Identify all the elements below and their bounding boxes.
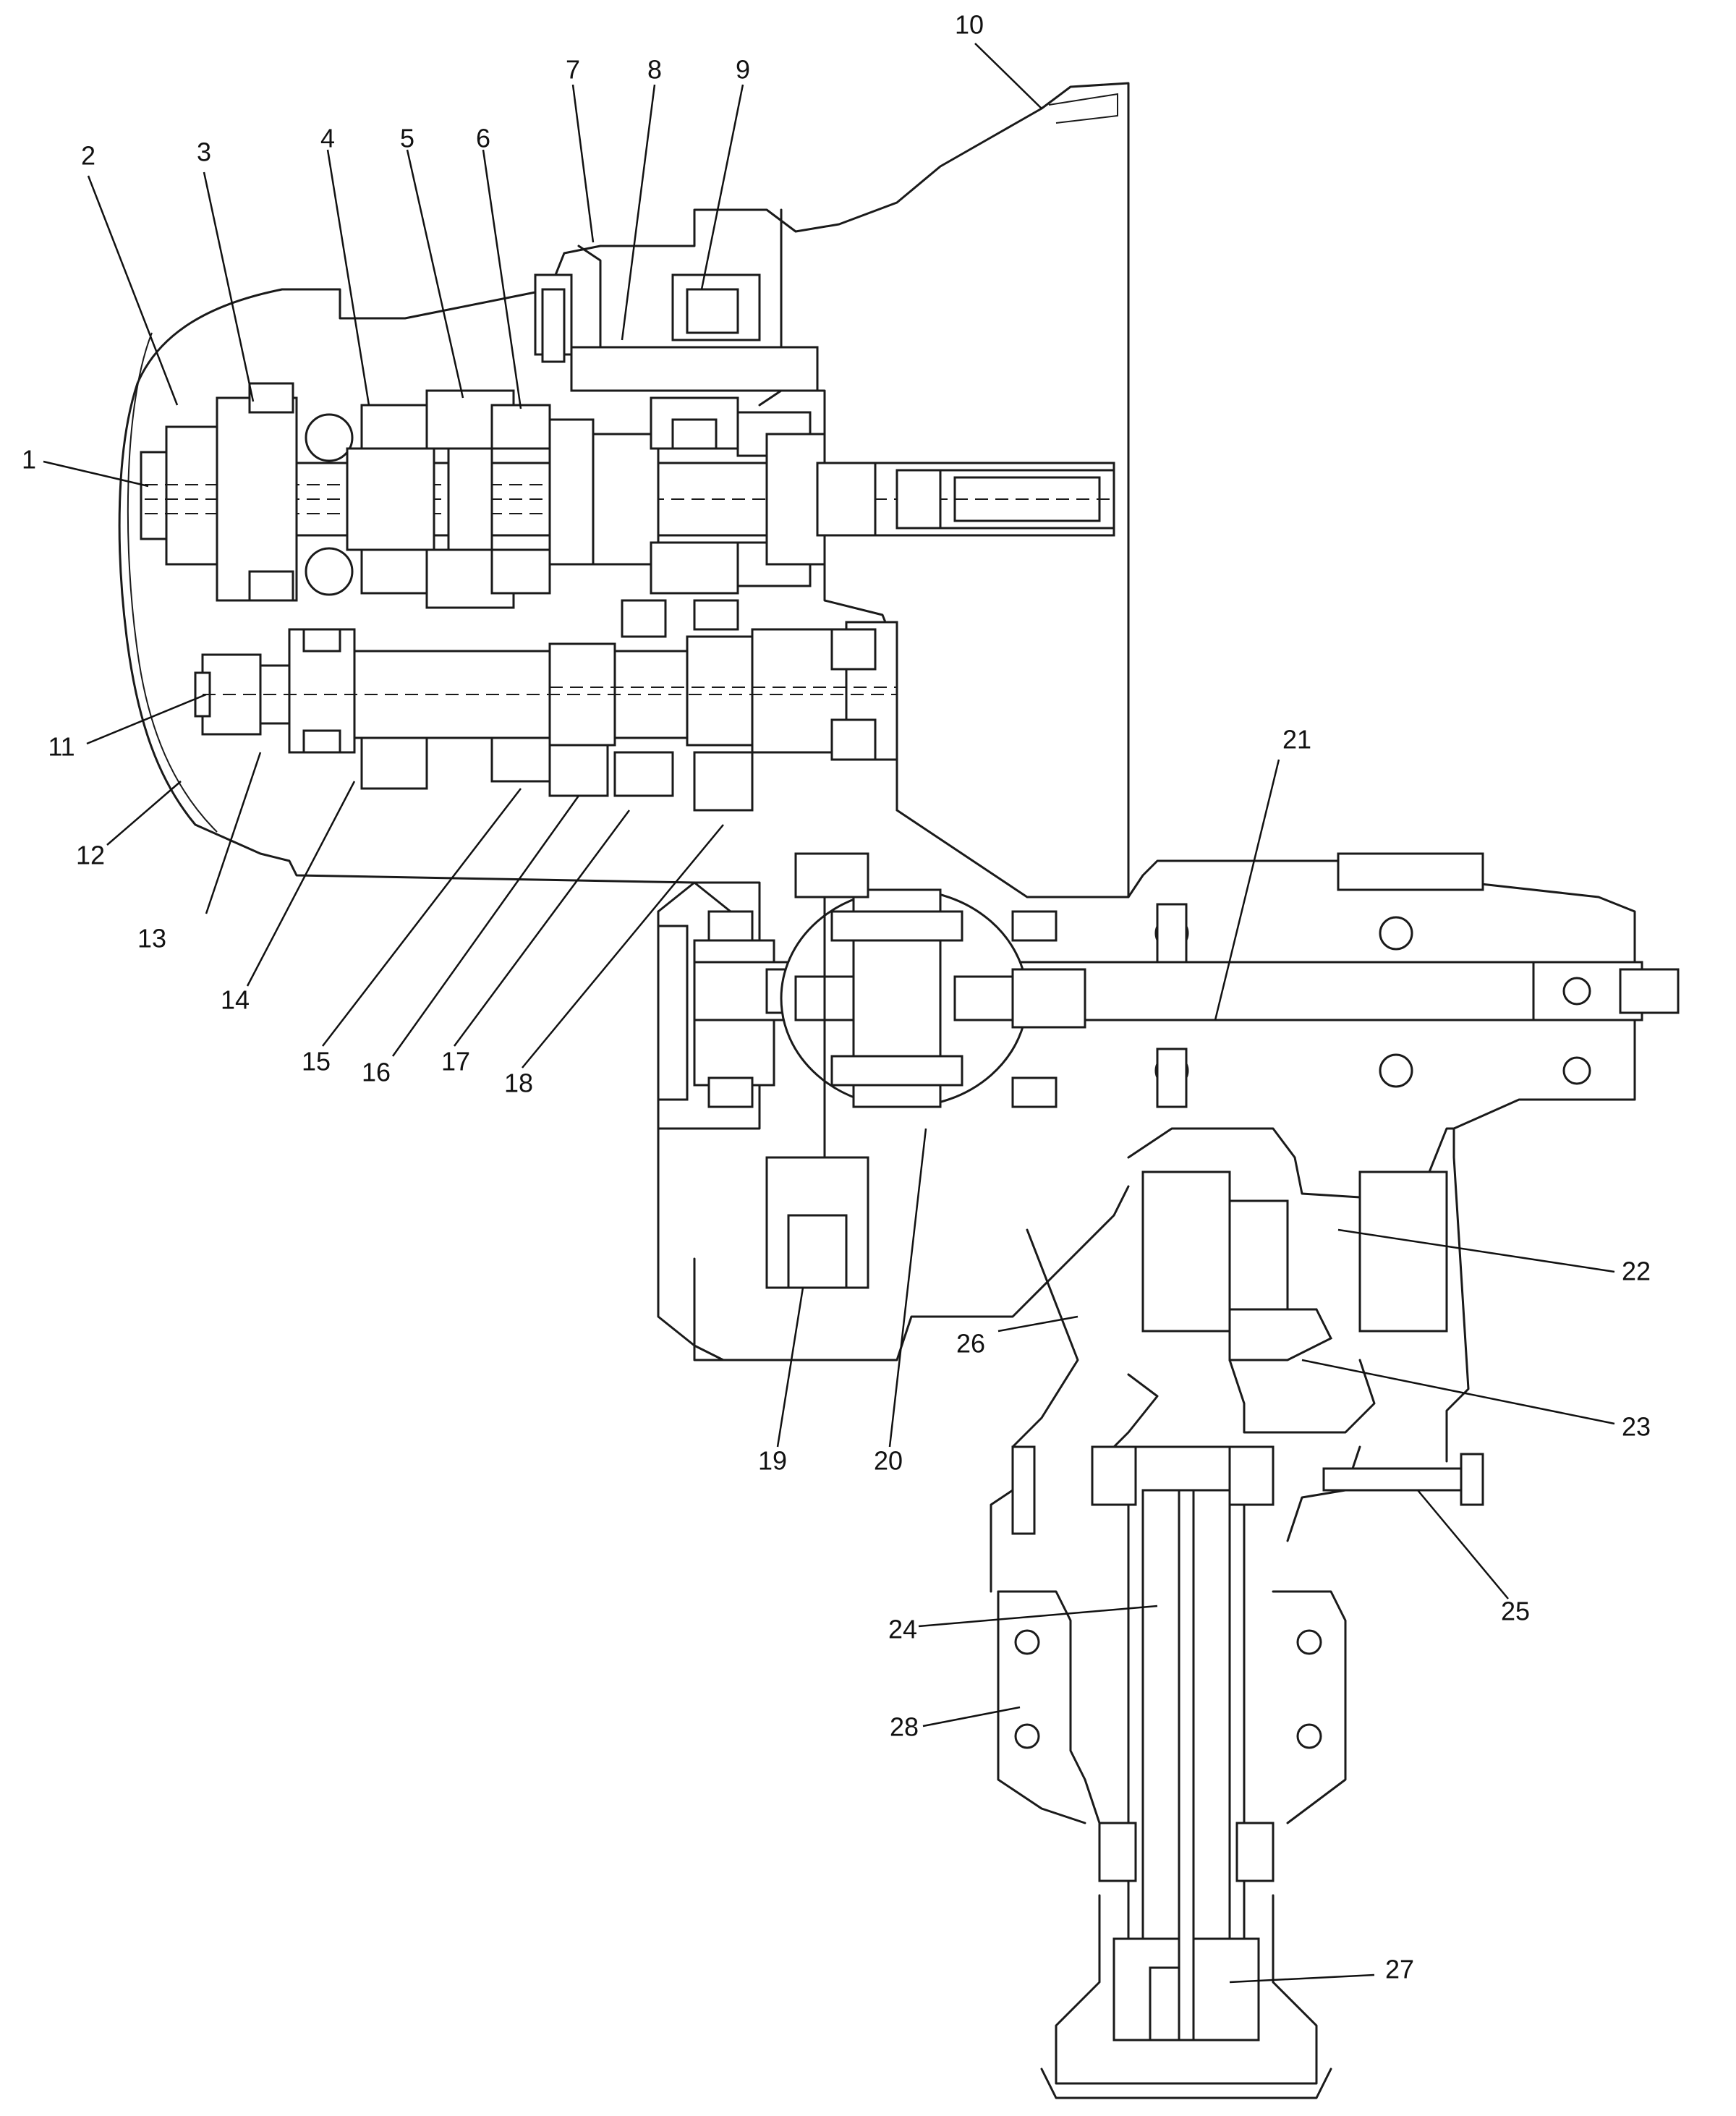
leader-11 bbox=[86, 693, 207, 745]
leader-9 bbox=[700, 84, 744, 290]
leader-5 bbox=[406, 149, 464, 399]
callout-labels: 1 2 3 4 5 6 7 8 9 10 11 12 13 14 15 16 1… bbox=[22, 10, 1651, 1984]
callout-5: 5 bbox=[400, 124, 414, 153]
leader-27 bbox=[1229, 1973, 1375, 1984]
leader-21 bbox=[1214, 759, 1280, 1021]
callout-8: 8 bbox=[647, 55, 662, 85]
callout-17: 17 bbox=[441, 1047, 470, 1076]
leader-24 bbox=[918, 1605, 1158, 1628]
leader-19 bbox=[776, 1287, 804, 1448]
callout-12: 12 bbox=[76, 841, 105, 870]
callout-4: 4 bbox=[320, 124, 335, 153]
callout-19: 19 bbox=[758, 1446, 787, 1476]
leader-25 bbox=[1417, 1490, 1509, 1599]
callout-2: 2 bbox=[81, 141, 95, 171]
leader-14 bbox=[246, 781, 356, 987]
callout-24: 24 bbox=[888, 1615, 917, 1644]
leader-16 bbox=[391, 795, 580, 1057]
mount-bracket bbox=[997, 1445, 1484, 1824]
callout-28: 28 bbox=[890, 1712, 919, 1742]
leader-13 bbox=[205, 752, 262, 914]
callout-20: 20 bbox=[874, 1446, 903, 1476]
leader-23 bbox=[1301, 1359, 1615, 1425]
leader-10 bbox=[974, 43, 1042, 109]
leader-15 bbox=[322, 788, 522, 1047]
leader-7 bbox=[571, 84, 595, 243]
callout-25: 25 bbox=[1501, 1597, 1530, 1626]
callout-3: 3 bbox=[197, 137, 211, 167]
leader-2 bbox=[87, 175, 179, 406]
counter-gear-upper bbox=[534, 273, 819, 392]
input-shaft-assembly bbox=[140, 382, 1115, 609]
leader-1 bbox=[43, 460, 149, 488]
callout-22: 22 bbox=[1622, 1257, 1651, 1286]
differential-housing bbox=[657, 809, 1680, 1463]
callout-15: 15 bbox=[302, 1047, 331, 1076]
leader-3 bbox=[203, 171, 255, 402]
callout-27: 27 bbox=[1385, 1955, 1414, 1984]
callout-1: 1 bbox=[22, 445, 36, 475]
bevel-gear-section bbox=[1011, 1127, 1455, 1506]
callout-10: 10 bbox=[955, 10, 984, 40]
callout-11: 11 bbox=[48, 732, 75, 762]
leader-28 bbox=[922, 1706, 1021, 1728]
output-shaft-assembly bbox=[194, 599, 898, 812]
callout-16: 16 bbox=[362, 1058, 391, 1087]
callout-18: 18 bbox=[504, 1068, 533, 1098]
leader-22 bbox=[1337, 1228, 1615, 1273]
leader-17 bbox=[453, 810, 631, 1047]
callout-14: 14 bbox=[221, 985, 250, 1015]
leader-8 bbox=[621, 84, 656, 341]
callout-21: 21 bbox=[1282, 725, 1311, 755]
leader-12 bbox=[106, 781, 182, 846]
callout-7: 7 bbox=[566, 55, 580, 85]
callout-23: 23 bbox=[1622, 1412, 1651, 1442]
callout-26: 26 bbox=[956, 1329, 985, 1359]
pinion-shaft bbox=[990, 1445, 1361, 2099]
leader-26 bbox=[997, 1315, 1078, 1333]
callout-13: 13 bbox=[137, 924, 166, 953]
leader-4 bbox=[326, 149, 370, 406]
callout-9: 9 bbox=[736, 55, 750, 85]
callout-6: 6 bbox=[476, 124, 490, 153]
leader-lines bbox=[43, 43, 1615, 1984]
leader-6 bbox=[482, 149, 522, 409]
leader-20 bbox=[888, 1128, 927, 1448]
leader-18 bbox=[522, 824, 724, 1068]
